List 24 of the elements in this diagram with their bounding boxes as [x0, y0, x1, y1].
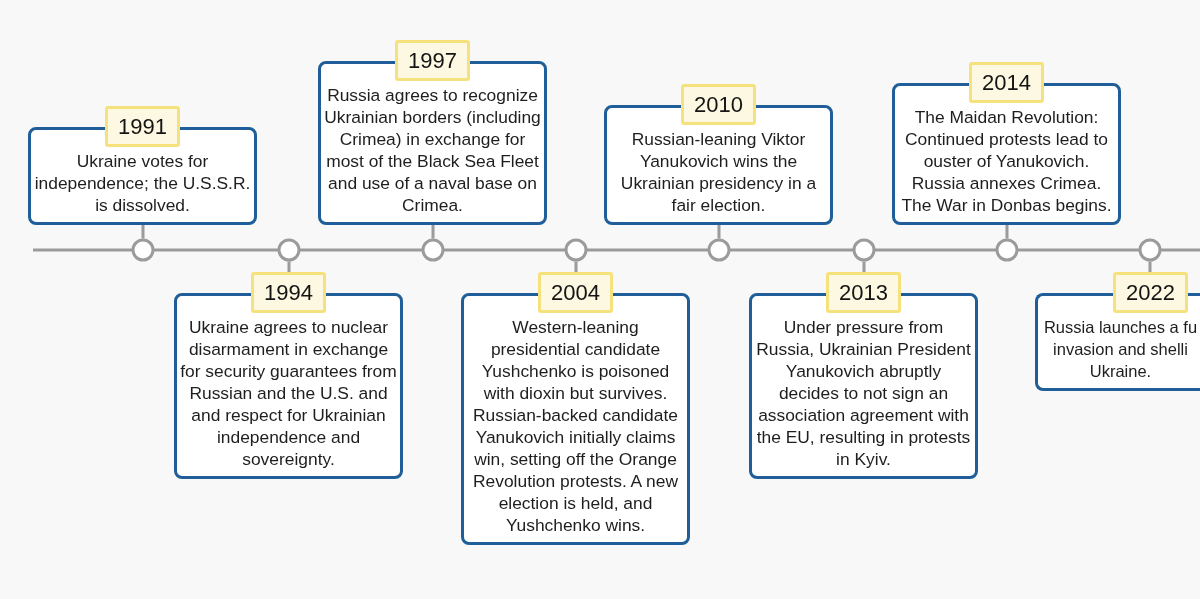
event-card	[892, 62, 1121, 225]
year-label: 1994	[251, 272, 326, 313]
event-card	[461, 272, 690, 545]
event-description: Ukraine agrees to nuclear disarmament in exchange for security guarantees from Russian and the U.S. and and respect for Ukrainian independence and sovereignty.	[179, 316, 398, 470]
event-description: Under pressure from Russia, Ukrainian President Yanukovich abruptly decides to not sign an association agreement with the EU, resulting in protests in Kyiv.	[755, 316, 972, 470]
year-label: 2014	[969, 62, 1044, 103]
event-description: Russia agrees to recognize Ukrainian borders (including Crimea) in exchange for most of the Black Sea Fleet and use of a naval base on Crimea.	[323, 84, 542, 216]
year-label: 2004	[538, 272, 613, 313]
event-card	[749, 272, 978, 479]
year-label: 1997	[395, 40, 470, 81]
event-description: Western-leaning presidential candidate Yushchenko is poisoned with dioxin but survives. Russian-backed candidate Yanukovich initially claims win, setting off the Orange Revolution protests. A new election is held, and Yushchenko wins.	[472, 316, 679, 536]
year-label: 2010	[681, 84, 756, 125]
event-card	[174, 272, 403, 479]
event-card	[604, 84, 833, 225]
event-description: Ukraine votes for independence; the U.S.S.R. is dissolved.	[33, 150, 252, 216]
event-description: Russian-leaning Viktor Yanukovich wins the Ukrainian presidency in a fair election.	[619, 128, 818, 216]
event-description: Russia launches a fu invasion and shelli Ukraine.	[1042, 317, 1199, 382]
year-label: 2013	[826, 272, 901, 313]
event-card	[28, 106, 257, 225]
event-card	[1035, 272, 1200, 391]
event-description: The Maidan Revolution: Continued protests lead to ouster of Yanukovich. Russia annexes Crimea. The War in Donbas begins.	[900, 106, 1113, 216]
event-card	[318, 40, 547, 225]
year-label: 2022	[1113, 272, 1188, 313]
year-label: 1991	[105, 106, 180, 147]
